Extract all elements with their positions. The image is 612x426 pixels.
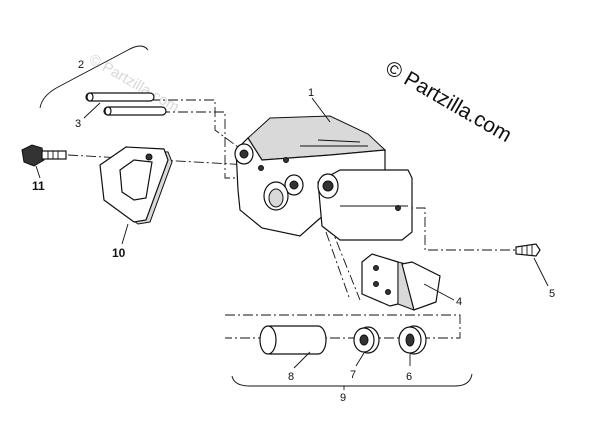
callout-10: 10	[112, 246, 126, 260]
bracket-2	[39, 45, 149, 109]
bleeder-screw	[515, 243, 541, 257]
callout-7: 7	[350, 369, 356, 381]
bolt	[21, 144, 67, 167]
seal-6	[398, 325, 427, 355]
faint-watermark: © Partzilla.com	[86, 51, 182, 116]
leader-10	[121, 223, 129, 245]
gasket-plate	[99, 146, 173, 225]
piston	[259, 325, 327, 355]
bracket-9	[231, 373, 473, 387]
leader-11	[35, 165, 41, 179]
leader-8	[293, 351, 311, 369]
leader-1	[311, 97, 331, 123]
brake-pads	[361, 253, 441, 311]
copyright-watermark: © Partzilla.com	[382, 56, 516, 147]
callout-1: 1	[308, 87, 314, 99]
callout-11: 11	[32, 179, 45, 193]
callout-5: 5	[549, 288, 555, 300]
caliper-body	[234, 115, 413, 241]
leader-5	[533, 257, 549, 287]
callout-8: 8	[288, 371, 294, 383]
leader-4	[423, 283, 455, 301]
callout-9: 9	[340, 392, 346, 404]
leader-3	[83, 102, 101, 119]
callout-4: 4	[456, 296, 462, 308]
callout-6: 6	[406, 371, 412, 383]
callout-3: 3	[75, 118, 81, 130]
leader-7	[355, 352, 365, 367]
seal-7	[353, 326, 380, 354]
callout-2: 2	[78, 59, 84, 71]
roll-pins	[85, 92, 167, 116]
